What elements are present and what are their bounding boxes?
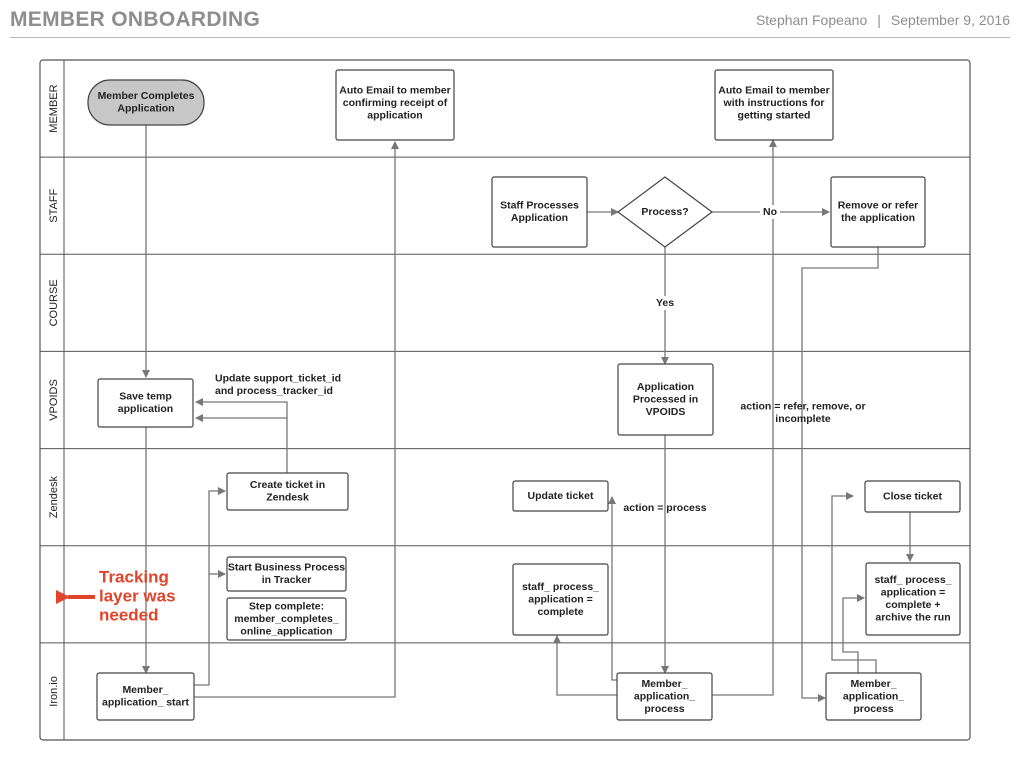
- node-member-application-start: Member_application_ start: [96, 672, 195, 721]
- header-divider: [10, 37, 1010, 38]
- node-staff-process-archive: staff_ process_application =complete +ar…: [865, 562, 961, 636]
- edge-label-action-process: action = process: [623, 502, 706, 514]
- page-title: MEMBER ONBOARDING: [10, 8, 261, 31]
- arrow-remove-to-process-2: [801, 247, 879, 702]
- lane-label-vpoids: VPOIDS: [48, 379, 60, 421]
- arrow-start-to-auto-email: [194, 141, 399, 698]
- node-member-application-start-text: Member_application_ start: [102, 684, 189, 709]
- node-process-decision: Process?: [616, 176, 714, 248]
- arrow-process-to-complete: [553, 635, 617, 696]
- node-update-ticket: Update ticket: [512, 480, 609, 512]
- swimlane-frame: [39, 59, 971, 741]
- lane-label-member: MEMBER: [48, 84, 60, 132]
- author-name: Stephan Fopeano: [755, 12, 868, 28]
- yes-label-bg: [652, 296, 678, 310]
- lane-label-zendesk: Zendesk: [48, 476, 60, 519]
- node-member-application-process-2: Member_application_process: [825, 672, 922, 721]
- header-meta: Stephan Fopeano | September 9, 2016: [756, 12, 1010, 28]
- arrow-process-to-auto-email-2: [712, 139, 777, 696]
- connectors: [142, 125, 914, 702]
- node-step-complete-text: Step complete:member_completes_online_ap…: [234, 600, 339, 637]
- header-date: September 9, 2016: [890, 12, 1010, 28]
- arrow-process-to-update-ticket: [608, 496, 617, 681]
- node-staff-process-archive-text: staff_ process_application =complete +ar…: [874, 574, 951, 624]
- node-member-application-process-2-text: Member_application_process: [843, 678, 904, 715]
- arrow-process2-to-archive: [842, 594, 865, 673]
- node-update-ticket-text: Update ticket: [528, 490, 594, 502]
- no-label-bg: [760, 205, 780, 219]
- node-close-ticket-text: Close ticket: [883, 490, 942, 502]
- edge-label-yes: Yes: [656, 297, 674, 309]
- node-close-ticket: Close ticket: [864, 480, 961, 513]
- lane-label-staff: STAFF: [48, 188, 60, 222]
- header-separator: |: [877, 12, 881, 28]
- arrow-start-to-create-ticket: [194, 487, 226, 686]
- lane-label-course: COURSE: [48, 279, 60, 326]
- node-staff-process-complete-text: staff_ process_application =complete: [522, 581, 599, 618]
- node-step-complete: Step complete:member_completes_online_ap…: [226, 597, 347, 641]
- node-process-decision-text: Process?: [641, 206, 688, 218]
- edge-label-no: No: [763, 206, 777, 218]
- lane-label-iron-io: Iron.io: [48, 676, 60, 707]
- node-member-application-process-1: Member_application_process: [616, 672, 713, 721]
- arrow-process2-to-close-ticket: [831, 492, 877, 673]
- lane-dividers: [40, 156, 970, 644]
- arrow-ticket-update-ids: [195, 398, 288, 473]
- node-staff-process-complete: staff_ process_application =complete: [512, 563, 609, 636]
- node-member-application-process-1-text: Member_application_process: [634, 678, 695, 715]
